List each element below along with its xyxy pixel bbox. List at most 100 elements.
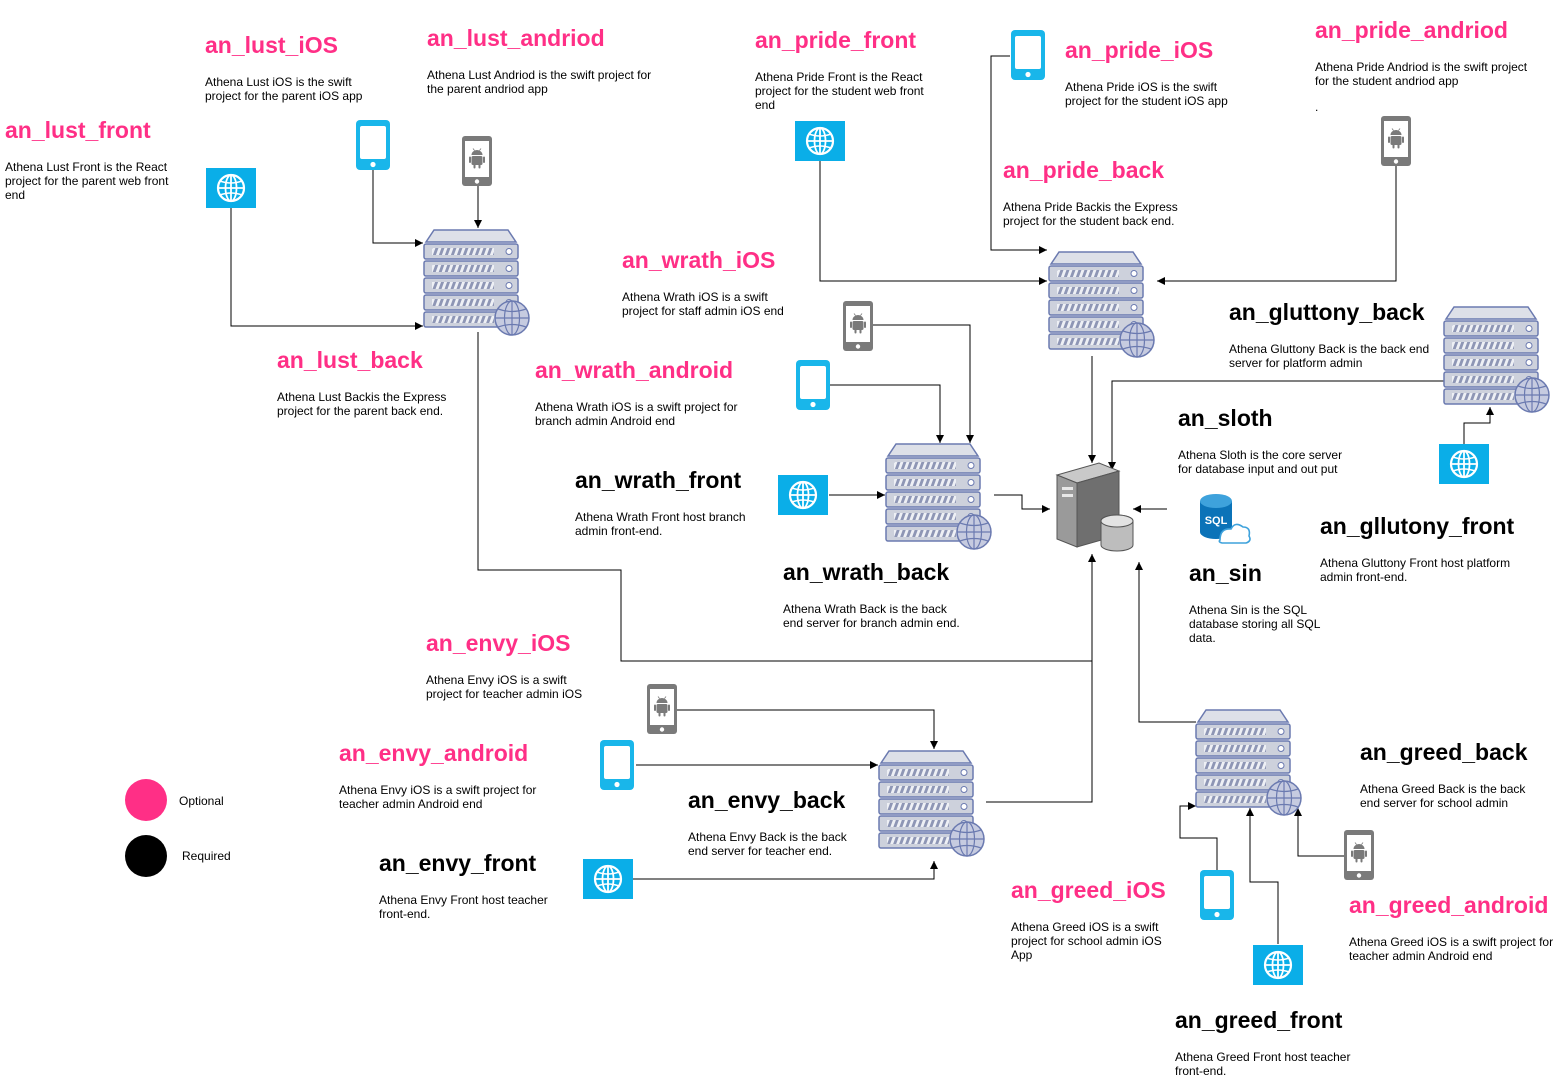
desc-an-wrath-ios: Athena Wrath iOS is a swift project for … [622,290,784,318]
desc-an-greed-front: Athena Greed Front host teacher front-en… [1175,1050,1354,1078]
connector-greed-back-to-sloth [1135,562,1196,723]
desc-line: Athena Pride Backis the Express [1003,200,1178,214]
desc-line: Athena Pride Front is the React [755,70,923,84]
connector-wrath-back-to-sloth [994,494,1050,513]
title-an-gllutony-front: an_gllutony_front [1320,513,1515,539]
connector-envy-back-to-sloth [986,661,1093,803]
desc-an-sloth: Athena Sloth is the core server for data… [1178,448,1345,476]
desc-line: Athena Wrath iOS is a swift project for [535,400,738,414]
globe-icon [581,857,635,901]
desc-line: Athena Greed iOS is a swift [1011,920,1159,934]
connector-wrath-android-to-wrath-back [830,384,944,443]
legend-required-swatch [125,835,167,877]
desc-line: Athena Greed Back is the back [1360,782,1526,796]
server-icon [1443,306,1550,413]
label-group: an_lust_iOS Athena Lust iOS is the swift… [5,17,1556,1078]
desc-line: for database input and out put [1178,462,1338,476]
desc-line: end server for school admin [1360,796,1508,810]
desc-line: project for staff admin iOS end [622,304,784,318]
sql-database-icon: SQL [1200,494,1251,544]
title-an-lust-back: an_lust_back [277,347,423,373]
desc-an-greed-back: Athena Greed Back is the back end server… [1360,782,1529,810]
title-an-greed-ios: an_greed_iOS [1011,877,1166,903]
legend-optional-swatch [125,779,167,821]
desc-line: project for school admin iOS [1011,934,1162,948]
phone-android-icon [461,135,493,187]
connector-greed-front-to-greed-back [1246,808,1279,944]
desc-line: end server for branch admin end. [783,616,960,630]
title-an-wrath-front: an_wrath_front [575,467,741,493]
desc-an-envy-back: Athena Envy Back is the back end server … [688,830,850,858]
server-icon [1048,251,1155,358]
legend-optional-label: Optional [179,794,224,808]
title-an-envy-android: an_envy_android [339,740,528,766]
desc-line: Athena Wrath Back is the back [783,602,948,616]
desc-line: Athena Envy iOS is a swift project for [339,783,536,797]
connector-group [230,55,1494,944]
desc-line: Athena Pride Andriod is the swift projec… [1315,60,1528,74]
title-an-pride-ios: an_pride_iOS [1065,37,1213,63]
connector-pride-ios-to-pride-back [990,55,1047,254]
desc-line: Athena Pride iOS is the swift [1065,80,1218,94]
desc-line: Athena Lust iOS is the swift [205,75,352,89]
desc-line: project for the parent web front [5,174,169,188]
title-an-envy-front: an_envy_front [379,850,537,876]
title-an-pride-back: an_pride_back [1003,157,1164,183]
desc-line: project for the parent back end. [277,404,443,418]
desc-an-lust-front: Athena Lust Front is the React project f… [5,160,172,202]
desc-line: server for platform admin [1229,356,1362,370]
connector-envy-ios-to-envy-back [677,709,938,749]
desc-an-pride-front: Athena Pride Front is the React project … [755,70,927,112]
phone-ios-icon [356,120,390,170]
desc-line: Athena Wrath iOS is a swift [622,290,769,304]
connector-pride-front-to-pride-back [819,161,1047,285]
desc-an-wrath-front: Athena Wrath Front host branch admin fro… [575,510,749,538]
desc-line: Athena Greed Front host teacher [1175,1050,1350,1064]
desc-an-pride-ios: Athena Pride iOS is the swift project fo… [1065,80,1228,108]
desc-line: Athena Sin is the SQL [1189,603,1307,617]
phone-ios-icon [1011,30,1045,80]
phone-android-icon [646,683,678,735]
desc-an-envy-front: Athena Envy Front host teacher front-end… [379,893,551,921]
phone-android-icon [1380,115,1412,167]
desc-an-lust-ios: Athena Lust iOS is the swift project for… [205,75,363,103]
desc-line: Athena Envy Front host teacher [379,893,548,907]
title-an-envy-ios: an_envy_iOS [426,630,570,656]
desc-line: front-end. [1175,1064,1226,1078]
connector-lust-front-to-lust-back [230,208,423,330]
desc-line: teacher admin Android end [339,797,482,811]
globe-icon [1251,943,1305,987]
desc-line: Athena Wrath Front host branch [575,510,746,524]
title-an-wrath-ios: an_wrath_iOS [622,247,775,273]
phone-ios-icon [796,360,830,410]
desc-line: Athena Envy Back is the back [688,830,848,844]
desc-an-wrath-back: Athena Wrath Back is the back end server… [783,602,960,630]
server-icon [1195,709,1302,816]
title-an-greed-front: an_greed_front [1175,1007,1343,1033]
title-an-lust-ios: an_lust_iOS [205,32,338,58]
desc-an-greed-ios: Athena Greed iOS is a swift project for … [1011,920,1165,962]
connector-pride-android-to-pride-back [1157,166,1397,285]
title-an-pride-andriod: an_pride_andriod [1315,17,1508,43]
title-an-sin: an_sin [1189,560,1262,586]
desc-line: Athena Lust Andriod is the swift project… [427,68,651,82]
desc-line: Athena Gluttony Back is the back end [1229,342,1429,356]
connector-lust-ios-to-lust-back [372,170,423,247]
title-an-lust-andriod: an_lust_andriod [427,25,605,51]
desc-an-gllutony-front: Athena Gluttony Front host platform admi… [1320,556,1513,584]
globe-icon [793,119,847,163]
desc-an-envy-android: Athena Envy iOS is a swift project for t… [339,783,540,811]
desc-line: project for the student web front [755,84,924,98]
globe-icon [776,473,830,517]
connector-lust-back-to-sloth [477,332,1096,662]
desc-an-greed-android: Athena Greed iOS is a swift project for … [1349,935,1556,963]
desc-an-lust-andriod: Athena Lust Andriod is the swift project… [427,68,654,96]
desc-an-gluttony-back: Athena Gluttony Back is the back end ser… [1229,342,1432,370]
desc-line: . [1315,100,1318,114]
title-an-sloth: an_sloth [1178,405,1273,431]
desc-line: branch admin Android end [535,414,675,428]
desc-line: App [1011,948,1033,962]
desc-line: Athena Envy iOS is a swift [426,673,567,687]
desc-line: project for the parent iOS app [205,89,363,103]
